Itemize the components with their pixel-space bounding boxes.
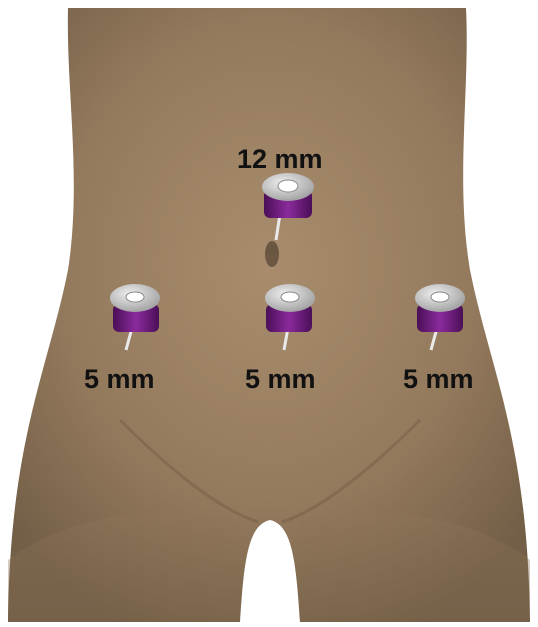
port-umbilical-label: 12 mm	[237, 146, 323, 173]
port-center-label: 5 mm	[245, 366, 316, 393]
navel	[265, 241, 279, 267]
port-right-label: 5 mm	[403, 366, 474, 393]
port-left-label: 5 mm	[84, 366, 155, 393]
